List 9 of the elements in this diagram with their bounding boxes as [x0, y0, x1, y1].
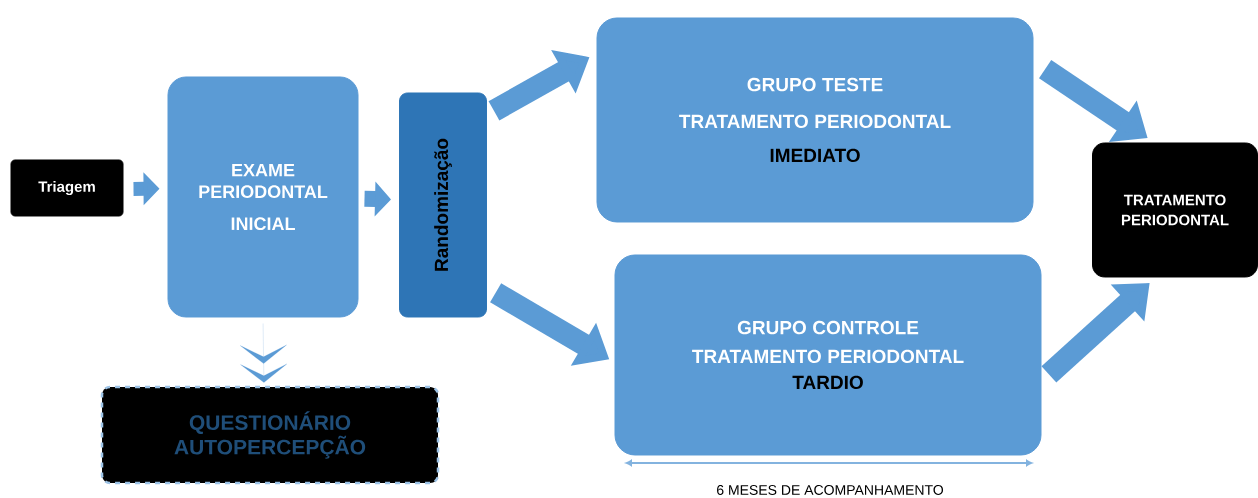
randomization-box: Randomização: [399, 92, 487, 318]
group-box: GRUPO TESTE TRATAMENTO PERIODONTAL IMEDIATO: [596, 17, 1034, 223]
block-arrow: [1041, 283, 1150, 383]
group-box: GRUPO CONTROLE TRATAMENTO PERIODONTAL TARDIO: [614, 254, 1042, 456]
dimension-label: 6 MESES DE ACOMPANHAMENTO: [717, 485, 944, 495]
start-box: Triagem: [10, 159, 124, 217]
outcome-box: TRATAMENTO PERIODONTAL: [1092, 142, 1258, 278]
process-box: EXAME PERIODONTAL INICIAL: [167, 76, 359, 318]
questionnaire-box: QUESTIONÁRIO AUTOPERCEPÇÃO: [100, 385, 440, 485]
